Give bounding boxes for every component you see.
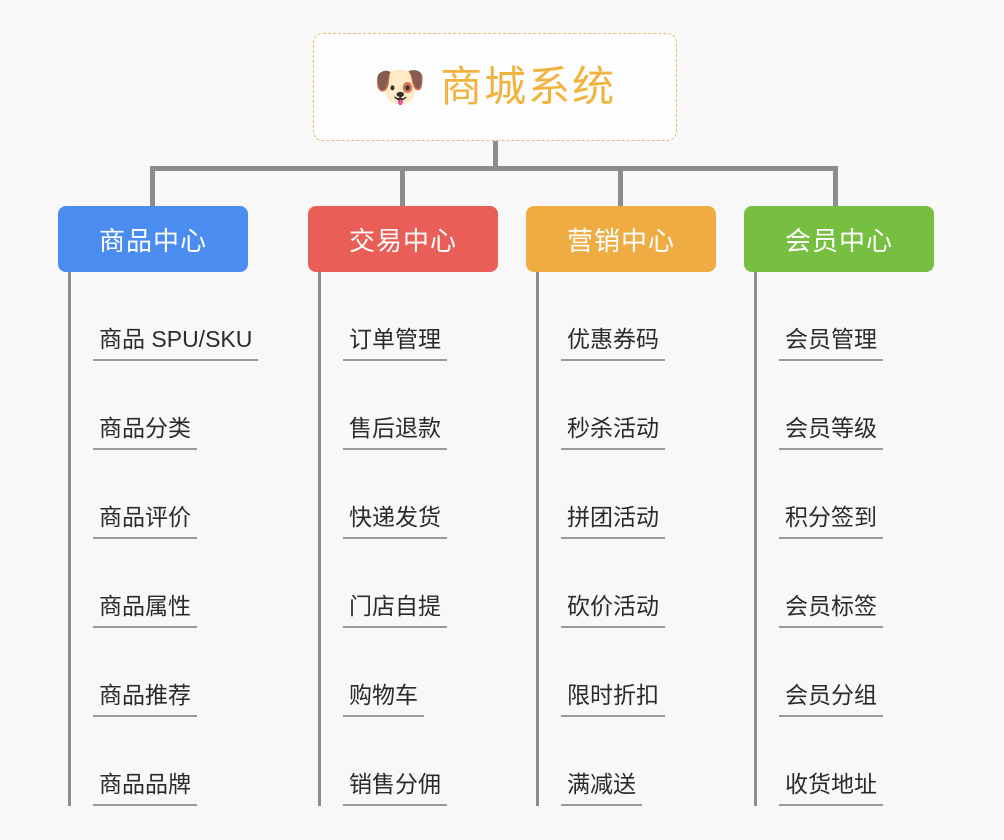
leaf-label: 商品评价: [93, 498, 197, 539]
branch-header-product-center[interactable]: 商品中心: [58, 206, 248, 272]
leaf-item[interactable]: 商品品牌: [71, 717, 248, 806]
leaf-label: 商品 SPU/SKU: [93, 320, 259, 361]
branch-drop-connector-4: [833, 166, 838, 210]
leaf-item[interactable]: 会员分组: [757, 628, 934, 717]
leaf-item[interactable]: 购物车: [321, 628, 498, 717]
branch-header-trade-center[interactable]: 交易中心: [308, 206, 498, 272]
leaf-label: 优惠券码: [561, 320, 665, 361]
branch-drop-connector-2: [400, 166, 405, 210]
leaf-item[interactable]: 会员等级: [757, 361, 934, 450]
branch-drop-connector-3: [618, 166, 623, 210]
leaf-item[interactable]: 收货地址: [757, 717, 934, 806]
leaf-label: 商品品牌: [93, 765, 197, 806]
leaf-list-product-center: 商品 SPU/SKU 商品分类 商品评价 商品属性 商品推荐 商品品牌: [68, 272, 259, 806]
branch-drop-connector-1: [150, 166, 155, 210]
leaf-label: 秒杀活动: [561, 409, 665, 450]
leaf-item[interactable]: 商品分类: [71, 361, 248, 450]
leaf-label: 售后退款: [343, 409, 447, 450]
leaf-label: 门店自提: [343, 587, 447, 628]
leaf-label: 会员分组: [779, 676, 883, 717]
leaf-item[interactable]: 快递发货: [321, 450, 498, 539]
branch-header-marketing-center[interactable]: 营销中心: [526, 206, 716, 272]
leaf-item[interactable]: 秒杀活动: [539, 361, 716, 450]
leaf-label: 销售分佣: [343, 765, 447, 806]
branch-header-label: 营销中心: [566, 225, 675, 256]
leaf-label: 会员等级: [779, 409, 883, 450]
leaf-item[interactable]: 积分签到: [757, 450, 934, 539]
branch-column-member-center: 会员中心 会员管理 会员等级 积分签到 会员标签 会员分组 收货地址: [744, 206, 934, 806]
leaf-item[interactable]: 优惠券码: [539, 272, 716, 361]
leaf-item[interactable]: 商品 SPU/SKU: [71, 272, 259, 361]
leaf-label: 拼团活动: [561, 498, 665, 539]
leaf-label: 砍价活动: [561, 587, 665, 628]
leaf-label: 会员管理: [779, 320, 883, 361]
branch-header-member-center[interactable]: 会员中心: [744, 206, 934, 272]
root-horizontal-connector: [150, 166, 838, 171]
leaf-label: 积分签到: [779, 498, 883, 539]
leaf-label: 商品推荐: [93, 676, 197, 717]
leaf-item[interactable]: 拼团活动: [539, 450, 716, 539]
leaf-label: 满减送: [561, 765, 642, 806]
leaf-label: 收货地址: [779, 765, 883, 806]
leaf-item[interactable]: 会员管理: [757, 272, 934, 361]
branch-header-label: 会员中心: [784, 225, 893, 256]
leaf-item[interactable]: 砍价活动: [539, 539, 716, 628]
leaf-list-member-center: 会员管理 会员等级 积分签到 会员标签 会员分组 收货地址: [754, 272, 934, 806]
shiba-dog-face-icon: 🐶: [373, 63, 427, 110]
leaf-item[interactable]: 订单管理: [321, 272, 498, 361]
leaf-item[interactable]: 限时折扣: [539, 628, 716, 717]
branch-column-product-center: 商品中心 商品 SPU/SKU 商品分类 商品评价 商品属性 商品推荐 商品品牌: [58, 206, 259, 806]
leaf-label: 会员标签: [779, 587, 883, 628]
leaf-list-trade-center: 订单管理 售后退款 快递发货 门店自提 购物车 销售分佣: [318, 272, 498, 806]
branch-header-label: 商品中心: [98, 225, 207, 256]
leaf-item[interactable]: 满减送: [539, 717, 716, 806]
leaf-label: 快递发货: [343, 498, 447, 539]
leaf-label: 订单管理: [343, 320, 447, 361]
leaf-item[interactable]: 商品属性: [71, 539, 248, 628]
leaf-label: 限时折扣: [561, 676, 665, 717]
leaf-list-marketing-center: 优惠券码 秒杀活动 拼团活动 砍价活动 限时折扣 满减送: [536, 272, 716, 806]
root-title: 商城系统: [440, 63, 617, 110]
root-stem-connector: [493, 141, 498, 169]
leaf-item[interactable]: 销售分佣: [321, 717, 498, 806]
leaf-label: 购物车: [343, 676, 424, 717]
leaf-item[interactable]: 门店自提: [321, 539, 498, 628]
leaf-label: 商品分类: [93, 409, 197, 450]
leaf-label: 商品属性: [93, 587, 197, 628]
leaf-item[interactable]: 售后退款: [321, 361, 498, 450]
leaf-item[interactable]: 商品推荐: [71, 628, 248, 717]
branch-header-label: 交易中心: [348, 225, 457, 256]
branch-column-marketing-center: 营销中心 优惠券码 秒杀活动 拼团活动 砍价活动 限时折扣 满减送: [526, 206, 716, 806]
leaf-item[interactable]: 会员标签: [757, 539, 934, 628]
leaf-item[interactable]: 商品评价: [71, 450, 248, 539]
root-node[interactable]: 🐶 商城系统: [313, 33, 677, 141]
branch-column-trade-center: 交易中心 订单管理 售后退款 快递发货 门店自提 购物车 销售分佣: [308, 206, 498, 806]
